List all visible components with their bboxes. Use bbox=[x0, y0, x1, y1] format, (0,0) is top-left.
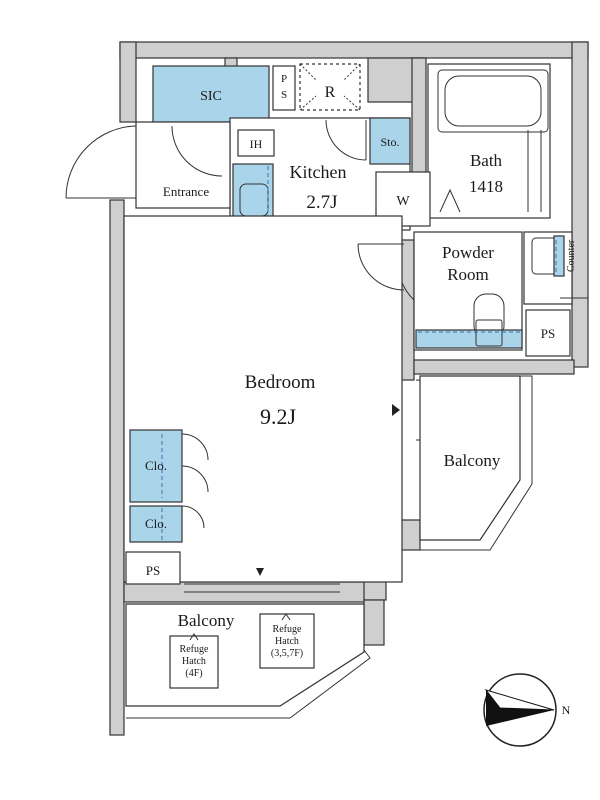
bedroom-window bbox=[184, 568, 340, 593]
ih-cooktop bbox=[237, 129, 275, 157]
powder-line2: Room bbox=[447, 265, 489, 284]
hatch-right-line3: (3,5,7F) bbox=[271, 648, 303, 659]
sic-closet: SIC bbox=[152, 65, 270, 123]
kitchen-name: Kitchen bbox=[290, 162, 347, 182]
hatch-left-line2: Hatch bbox=[182, 656, 206, 667]
hatch-right-line1: Refuge bbox=[273, 624, 302, 635]
hatch-left-line1: Refuge bbox=[180, 644, 209, 655]
entrance: Entrance bbox=[65, 121, 231, 209]
refrigerator-label: R bbox=[325, 84, 336, 101]
svg-text:P: P bbox=[281, 73, 287, 85]
north-label: N bbox=[562, 703, 571, 717]
closet-2-label: Clo. bbox=[145, 516, 167, 531]
bathroom: Bath 1418 bbox=[427, 63, 551, 219]
bedroom-name: Bedroom bbox=[245, 372, 316, 393]
sic-label: SIC bbox=[200, 89, 222, 104]
hatch-left-line3: (4F) bbox=[185, 668, 202, 679]
entrance-label: Entrance bbox=[163, 184, 209, 199]
balcony-right-label: Balcony bbox=[444, 451, 501, 470]
ps-right-label: PS bbox=[541, 326, 555, 341]
pipe-space-top: P S bbox=[272, 65, 296, 111]
refrigerator-space: R bbox=[299, 63, 361, 111]
balcony-right: Balcony bbox=[419, 375, 533, 551]
refuge-hatch-right: Refuge Hatch (3,5,7F) bbox=[259, 613, 315, 669]
pipe-space-left: PS bbox=[125, 551, 181, 585]
bedroom-size: 9.2J bbox=[260, 404, 297, 429]
powder-line1: Powder bbox=[442, 243, 494, 262]
svg-text:S: S bbox=[281, 89, 287, 101]
refuge-hatch-left: Refuge Hatch (4F) bbox=[169, 633, 219, 689]
bedroom: Bedroom 9.2J bbox=[123, 215, 477, 583]
pipe-space-right: PS bbox=[525, 309, 571, 357]
ih-label: IH bbox=[250, 137, 263, 151]
ps-left-label: PS bbox=[146, 563, 160, 578]
powder-room: Powder Room bbox=[397, 231, 523, 351]
balcony-bottom-label: Balcony bbox=[178, 611, 235, 630]
compass: N bbox=[483, 673, 571, 747]
washer-label: W bbox=[396, 194, 410, 209]
bath-size: 1418 bbox=[469, 177, 503, 196]
kitchen-size: 2.7J bbox=[306, 192, 337, 213]
closets: Clo. Clo. bbox=[129, 429, 209, 543]
kitchen: IH Sto. W Kitchen 2.7J bbox=[229, 117, 431, 231]
closet-1-label: Clo. bbox=[145, 458, 167, 473]
hatch-right-line2: Hatch bbox=[275, 636, 299, 647]
balcony-bottom: Balcony Refuge Hatch (4F) Refuge Hatch (… bbox=[125, 603, 371, 719]
counter-label: Counter bbox=[566, 239, 577, 272]
bath-name: Bath bbox=[470, 151, 503, 170]
counter-area: Counter bbox=[523, 231, 588, 305]
storage-label: Sto. bbox=[380, 135, 399, 149]
